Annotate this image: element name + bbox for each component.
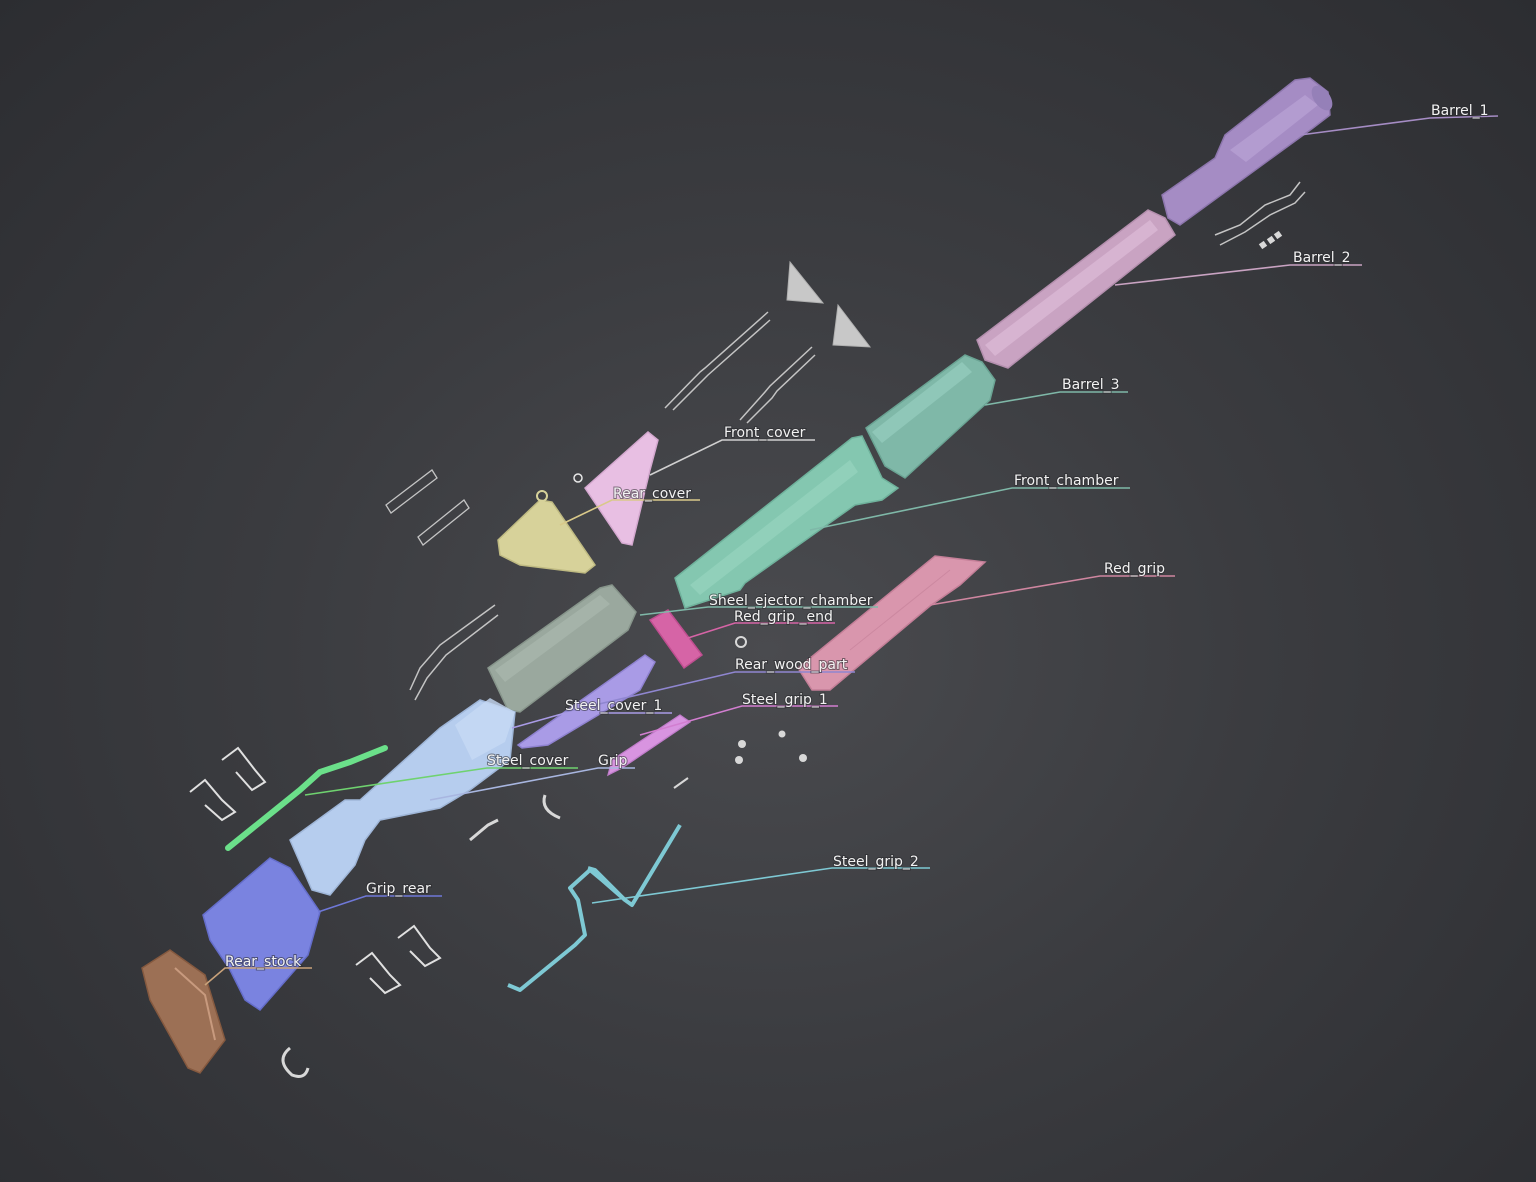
label-steel-cover-1: Steel_cover_1 bbox=[565, 698, 662, 714]
steel-cover-part bbox=[289, 698, 516, 896]
label-rear-stock: Rear_stock bbox=[225, 954, 302, 970]
front-cover-part bbox=[497, 473, 597, 574]
barrel-1-part bbox=[1161, 77, 1333, 226]
steel-grip-2-part bbox=[507, 823, 682, 992]
front-chamber-part bbox=[674, 435, 900, 609]
label-steel-grip-2: Steel_grip_2 bbox=[833, 854, 919, 870]
label-grip-rear: Grip_rear bbox=[366, 881, 431, 897]
label-barrel-3: Barrel_3 bbox=[1062, 377, 1120, 393]
leader-front-cover bbox=[649, 439, 815, 476]
leader-grip bbox=[429, 767, 635, 801]
part-labels: Barrel_1 Barrel_2 Barrel_3 Front_cover R… bbox=[224, 102, 1490, 971]
leader-steel-cover-1 bbox=[511, 712, 672, 729]
leader-barrel-2 bbox=[1114, 264, 1362, 286]
label-front-cover: Front_cover bbox=[724, 425, 806, 441]
label-barrel-1: Barrel_1 bbox=[1431, 103, 1489, 119]
label-rear-wood-part: Rear_wood_part bbox=[735, 657, 848, 673]
label-barrel-2: Barrel_2 bbox=[1293, 250, 1351, 266]
grip-rear-part bbox=[202, 857, 321, 1011]
leader-grip-rear bbox=[317, 895, 442, 913]
leader-red-grip-end bbox=[687, 622, 835, 639]
leader-lines bbox=[204, 115, 1499, 986]
barrel-3-part bbox=[865, 354, 996, 479]
green-trim-part bbox=[225, 745, 388, 851]
rear-stock-part bbox=[141, 949, 226, 1074]
red-grip-end-part bbox=[648, 609, 704, 670]
leader-front-chamber bbox=[809, 487, 1130, 531]
steel-cover-1-part bbox=[516, 654, 656, 749]
label-sheel-ejector-chamber: Sheel_ejector_chamber bbox=[709, 593, 873, 609]
leader-barrel-3 bbox=[984, 391, 1128, 406]
rear-cover-part bbox=[584, 431, 659, 546]
small-hooks bbox=[281, 794, 561, 1078]
wire-frames bbox=[385, 469, 470, 546]
leader-sheel-ejector bbox=[639, 606, 878, 616]
label-red-grip: Red_grip bbox=[1104, 561, 1165, 577]
leader-rear-cover bbox=[559, 499, 700, 526]
small-pins bbox=[673, 230, 1283, 789]
barrel-2-part bbox=[976, 209, 1176, 369]
label-front-chamber: Front_chamber bbox=[1014, 473, 1119, 489]
grip-part bbox=[607, 714, 692, 777]
gray-plate-parts bbox=[786, 260, 872, 348]
red-grip-part bbox=[797, 555, 987, 691]
leader-steel-grip-1 bbox=[639, 705, 838, 736]
leader-barrel-1 bbox=[1299, 115, 1499, 136]
label-rear-cover: Rear_cover bbox=[613, 486, 691, 502]
leader-rear-stock bbox=[204, 967, 312, 986]
leader-rear-wood bbox=[564, 671, 855, 713]
leader-red-grip bbox=[929, 575, 1175, 606]
label-steel-cover: Steel_cover bbox=[487, 753, 569, 769]
label-grip: Grip bbox=[598, 753, 627, 769]
label-steel-grip-1: Steel_grip_1 bbox=[742, 692, 828, 708]
label-red-grip-end: Red_grip _end bbox=[734, 609, 833, 625]
spring-rods bbox=[409, 181, 1306, 701]
leader-steel-cover bbox=[304, 767, 578, 796]
ornament-plates bbox=[189, 746, 442, 995]
leader-steel-grip-2 bbox=[591, 867, 930, 904]
